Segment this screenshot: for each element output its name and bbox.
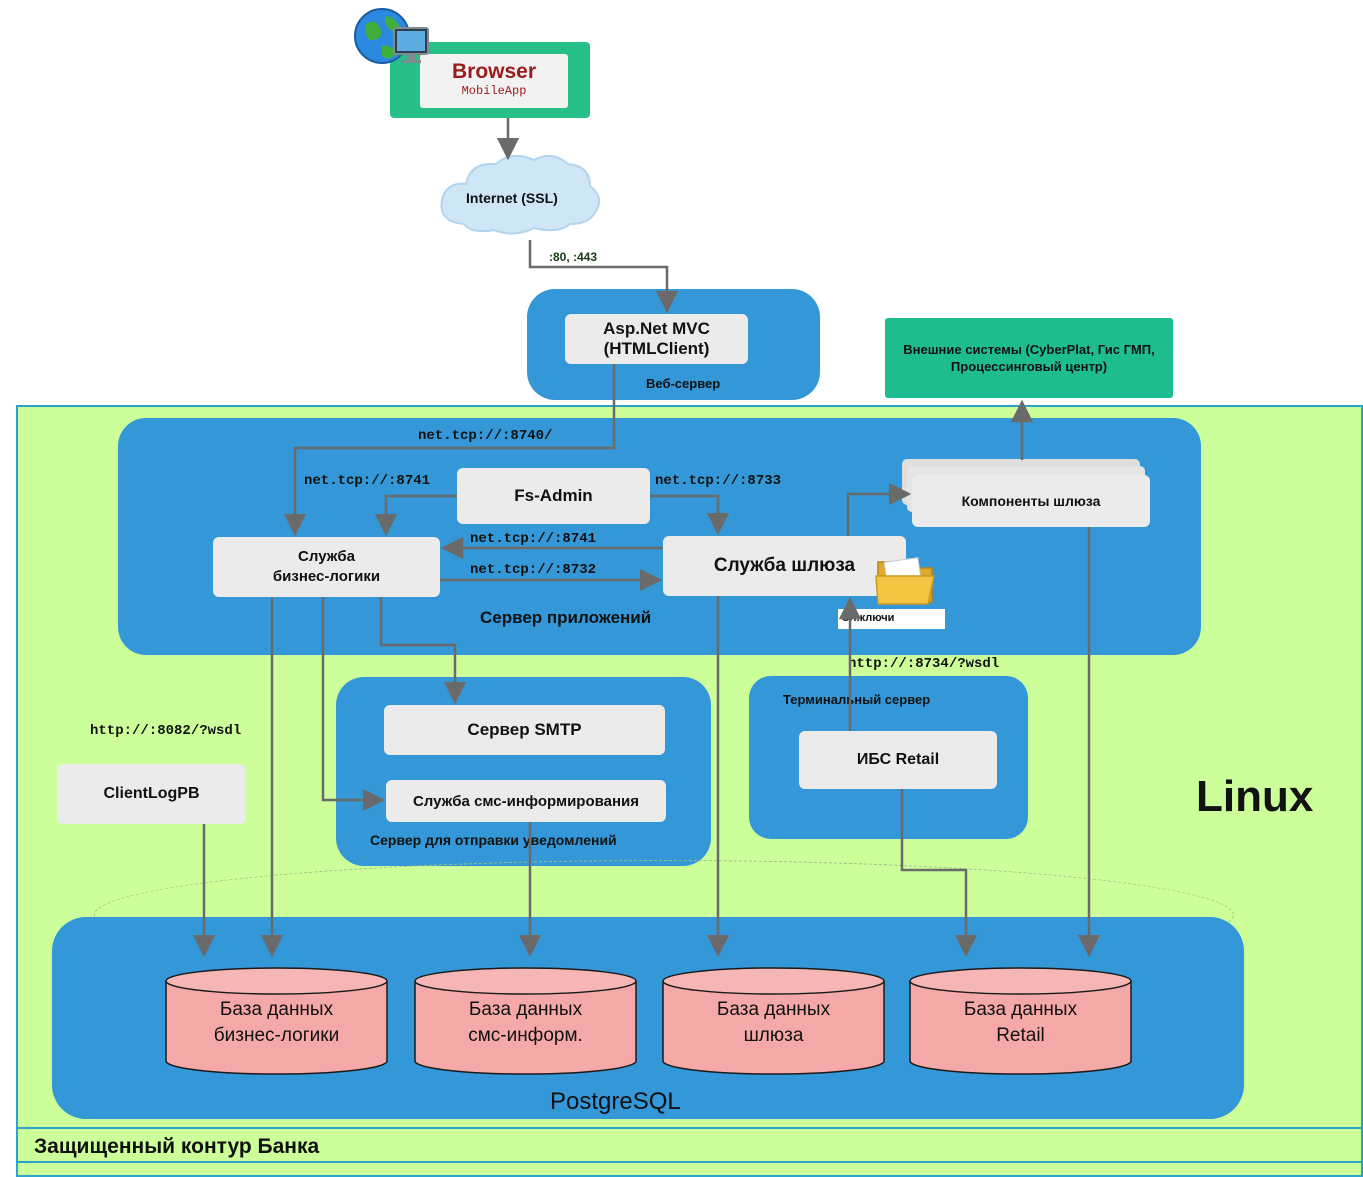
gateway-service-label: Служба шлюза xyxy=(713,555,856,576)
protocol-8741-mid-label: net.tcp://:8741 xyxy=(470,531,597,547)
database-cylinder-icon xyxy=(662,967,885,1075)
protocol-8741-left-label: net.tcp://:8741 xyxy=(304,473,431,489)
protocol-8082-label: http://:8082/?wsdl xyxy=(90,723,242,739)
fs-admin-node: Fs-Admin xyxy=(457,468,650,524)
database-cylinder-icon xyxy=(414,967,637,1075)
web-server-label: Веб-сервер xyxy=(646,376,721,391)
browser-title: Browser xyxy=(451,60,537,83)
database-sms: База данных смс-информ. xyxy=(414,967,637,1075)
database-business: База данных бизнес-логики xyxy=(165,967,388,1075)
ibs-retail-label: ИБС Retail xyxy=(856,751,940,768)
postgres-label: PostgreSQL xyxy=(550,1088,681,1115)
notification-server-label: Сервер для отправки уведомлений xyxy=(370,832,617,848)
external-systems-label: Внешние системы (CyberPlat, Гис ГМП, Про… xyxy=(903,342,1155,374)
database-cylinder-icon xyxy=(909,967,1132,1075)
database-label: База данных шлюза xyxy=(716,999,831,1046)
protocol-8740-label: net.tcp://:8740/ xyxy=(418,428,553,444)
protocol-8732-label: net.tcp://:8732 xyxy=(470,562,597,578)
ibs-retail-node: ИБС Retail xyxy=(799,731,997,789)
business-logic-service: Служба бизнес-логики xyxy=(213,537,440,597)
bank-contour-footer-bar xyxy=(16,1127,1363,1163)
aspnet-mvc-node: Asp.Net MVC (HTMLClient) xyxy=(565,314,748,364)
client-log-node: ClientLogPB xyxy=(57,764,246,824)
external-systems-node: Внешние системы (CyberPlat, Гис ГМП, Про… xyxy=(885,318,1173,398)
web-ports-label: :80, :443 xyxy=(549,250,598,264)
keys-label-box xyxy=(838,609,945,629)
internet-cloud-icon xyxy=(440,154,600,235)
business-logic-label: Служба бизнес-логики xyxy=(272,548,381,585)
bank-contour-label: Защищенный контур Банка xyxy=(34,1135,320,1158)
browser-subtitle: MobileApp xyxy=(461,84,527,98)
database-label: База данных смс-информ. xyxy=(468,999,583,1046)
database-cylinder-icon xyxy=(165,967,388,1075)
database-gateway: База данных шлюза xyxy=(662,967,885,1075)
gateway-components-node: Компоненты шлюза xyxy=(912,475,1150,527)
smtp-server-node: Сервер SMTP xyxy=(384,705,665,755)
folder-keys-icon xyxy=(875,557,935,605)
client-log-label: ClientLogPB xyxy=(103,785,200,802)
gateway-service: Служба шлюза xyxy=(663,536,906,596)
sms-service-node: Служба смс-информирования xyxy=(386,780,666,822)
sms-service-label: Служба смс-информирования xyxy=(412,792,640,810)
internet-label: Internet (SSL) xyxy=(466,190,558,206)
aspnet-mvc-label: Asp.Net MVC (HTMLClient) xyxy=(603,319,710,358)
keys-label: Эл.ключи xyxy=(842,612,895,624)
database-label: База данных Retail xyxy=(963,999,1078,1046)
linux-label: Linux xyxy=(1196,772,1314,821)
globe-monitor-icon xyxy=(354,8,429,64)
protocol-8734-label: http://:8734/?wsdl xyxy=(848,656,1000,672)
gateway-components-label: Компоненты шлюза xyxy=(961,493,1101,509)
terminal-server-label: Терминальный сервер xyxy=(783,692,931,707)
database-retail: База данных Retail xyxy=(909,967,1132,1075)
protocol-8733-label: net.tcp://:8733 xyxy=(655,473,782,489)
smtp-server-label: Сервер SMTP xyxy=(467,720,582,739)
app-server-label: Сервер приложений xyxy=(480,608,652,627)
browser-inner-box: Browser MobileApp xyxy=(420,54,568,108)
fs-admin-label: Fs-Admin xyxy=(514,486,593,505)
database-label: База данных бизнес-логики xyxy=(213,999,340,1046)
